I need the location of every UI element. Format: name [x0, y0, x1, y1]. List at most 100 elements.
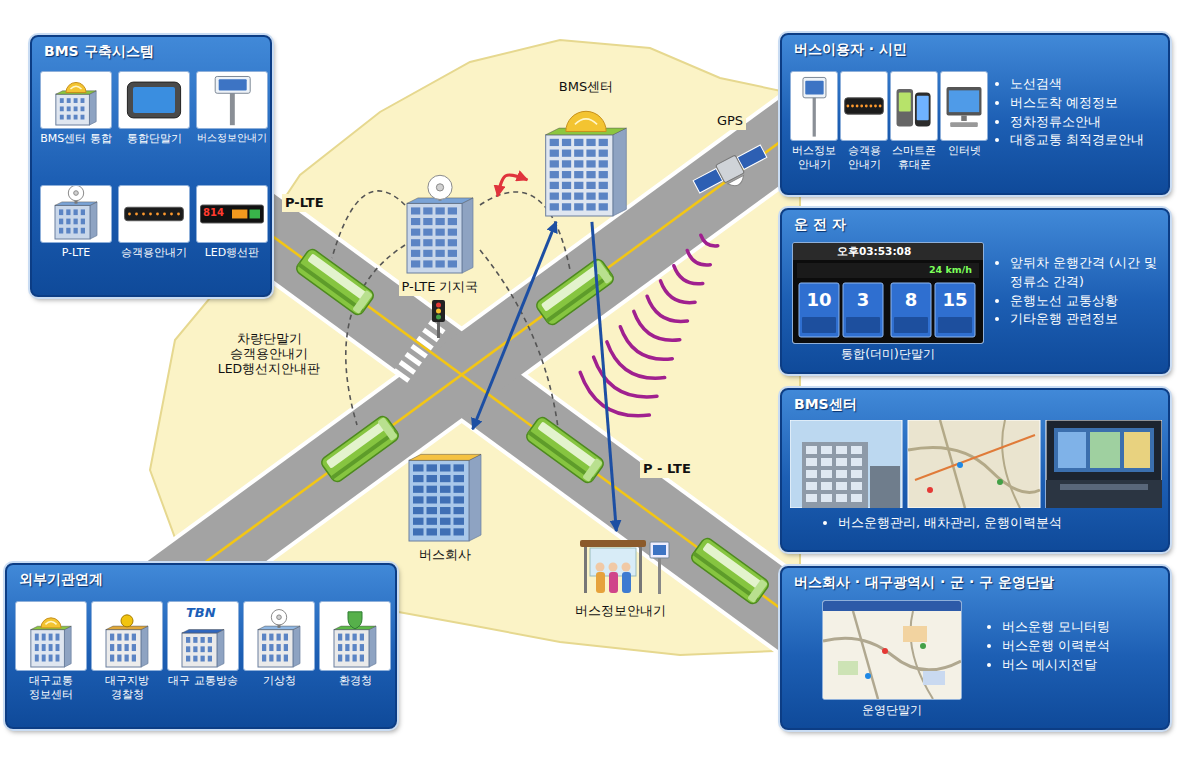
- icon-part: [550, 150, 559, 157]
- icon: [823, 601, 961, 699]
- icon-part: [440, 475, 451, 482]
- icon-part: [454, 475, 465, 482]
- panel-heading: BMS 구축시스템: [32, 37, 270, 61]
- traffic-light: [432, 300, 445, 338]
- icon-part: [599, 139, 608, 146]
- icon-part: [1046, 480, 1162, 508]
- icon-part: [413, 464, 424, 471]
- icon-part: [411, 207, 420, 214]
- icon-part: [846, 317, 880, 333]
- map-icon: [385, 160, 495, 276]
- icon-part: [821, 446, 832, 454]
- icon-part: [423, 218, 432, 225]
- icon-part: [74, 209, 78, 215]
- icon-part: [67, 115, 71, 120]
- icon-item: 오후03:53:0824 km/h103815통합(더미)단말기: [792, 242, 984, 362]
- icon-part: [125, 644, 129, 651]
- icon-part: [997, 479, 1003, 485]
- icon-part: [1124, 432, 1150, 468]
- icon-part: [59, 228, 63, 234]
- icon: [119, 186, 189, 242]
- icon-part: [908, 448, 1040, 493]
- icon-part: [427, 507, 438, 514]
- icon-part: [201, 656, 205, 662]
- icon-bms: [31, 618, 71, 667]
- icon-part: [436, 250, 445, 257]
- icon-part: [622, 572, 631, 593]
- icon-part: [409, 460, 469, 541]
- icon-part: [599, 160, 608, 167]
- icon-env: [334, 612, 376, 667]
- icon-part: [793, 243, 983, 260]
- screen-speed: 24 km/h: [929, 264, 972, 275]
- info-panel: 버스이용자 · 시민노선검색버스도착 예정정보정차정류소안내대중교통 최적경로안…: [780, 33, 1170, 195]
- icon-part: [56, 634, 60, 641]
- icon-part: [262, 644, 266, 651]
- icon: [41, 72, 111, 128]
- icon-part: [125, 634, 129, 641]
- icon-part: [133, 87, 175, 113]
- icon-part: [737, 145, 767, 170]
- map-label: 버스정보안내기: [572, 602, 669, 620]
- map-label: P-LTE 기지국: [399, 278, 482, 296]
- icon-item: 인터넷: [940, 71, 988, 158]
- icon-part: [949, 90, 979, 112]
- map-label: 버스회사: [416, 546, 474, 564]
- icon-part: [1058, 432, 1086, 468]
- icon-part: [790, 420, 902, 508]
- icon-part: [413, 496, 424, 503]
- icon-part: [217, 630, 224, 668]
- icon-part: [894, 317, 928, 333]
- panel-heading: BMS센터: [782, 390, 1168, 414]
- icon-part: [74, 98, 78, 103]
- icon-part: [596, 572, 605, 593]
- icon-part: [413, 475, 424, 482]
- bus: [689, 536, 770, 606]
- bullet-text: 대중교통 최적경로안내: [1010, 131, 1177, 150]
- icon-part: [149, 213, 152, 216]
- icon-police: [106, 615, 148, 667]
- icon-part: [586, 160, 595, 167]
- icon: [841, 72, 887, 140]
- icon-part: [413, 507, 424, 514]
- icon-item: TBN대구 교통방송: [167, 601, 239, 688]
- icon-part: [843, 283, 883, 337]
- icon-mapimg: [823, 601, 961, 699]
- icon-caption: 스마트폰 휴대폰: [890, 144, 938, 172]
- icon-part: [823, 601, 961, 611]
- icon-part: [90, 202, 97, 239]
- icon-part: [836, 494, 847, 502]
- icon-part: [448, 229, 457, 236]
- icon-item: 기상청: [243, 601, 315, 688]
- icon-part: [613, 128, 626, 216]
- map-icon: [688, 130, 772, 208]
- icon-part: [923, 671, 945, 685]
- icon-part: [596, 563, 605, 572]
- icon-part: [436, 239, 445, 246]
- icon-part: [622, 563, 631, 572]
- icon-part: [856, 105, 859, 108]
- icon-part: [360, 644, 364, 651]
- icon-part: [81, 106, 85, 111]
- icon-part: [566, 111, 606, 131]
- icon-part: [369, 626, 376, 667]
- icon-part: [219, 79, 247, 90]
- radio-link: [332, 191, 570, 428]
- map-label: GPS: [714, 112, 746, 130]
- icon-part: [836, 482, 847, 490]
- icon-part: [961, 116, 967, 121]
- gps-wave: [701, 235, 718, 246]
- icon-part: [35, 655, 39, 662]
- map-icon: [395, 432, 495, 544]
- icon-part: [35, 634, 39, 641]
- icon-part: [550, 160, 559, 167]
- icon-caption: BMS센터 통합: [40, 132, 112, 146]
- icon-ledbar: [125, 207, 184, 220]
- icon-part: [269, 634, 273, 641]
- icon-item: 814LED행선판: [196, 185, 268, 260]
- panel-heading: 외부기관연계: [7, 565, 395, 589]
- icon-frame: [118, 71, 190, 129]
- icon-tbn: [182, 630, 224, 668]
- map-label: BMS센터: [556, 78, 616, 96]
- icon-tablet: [127, 82, 180, 118]
